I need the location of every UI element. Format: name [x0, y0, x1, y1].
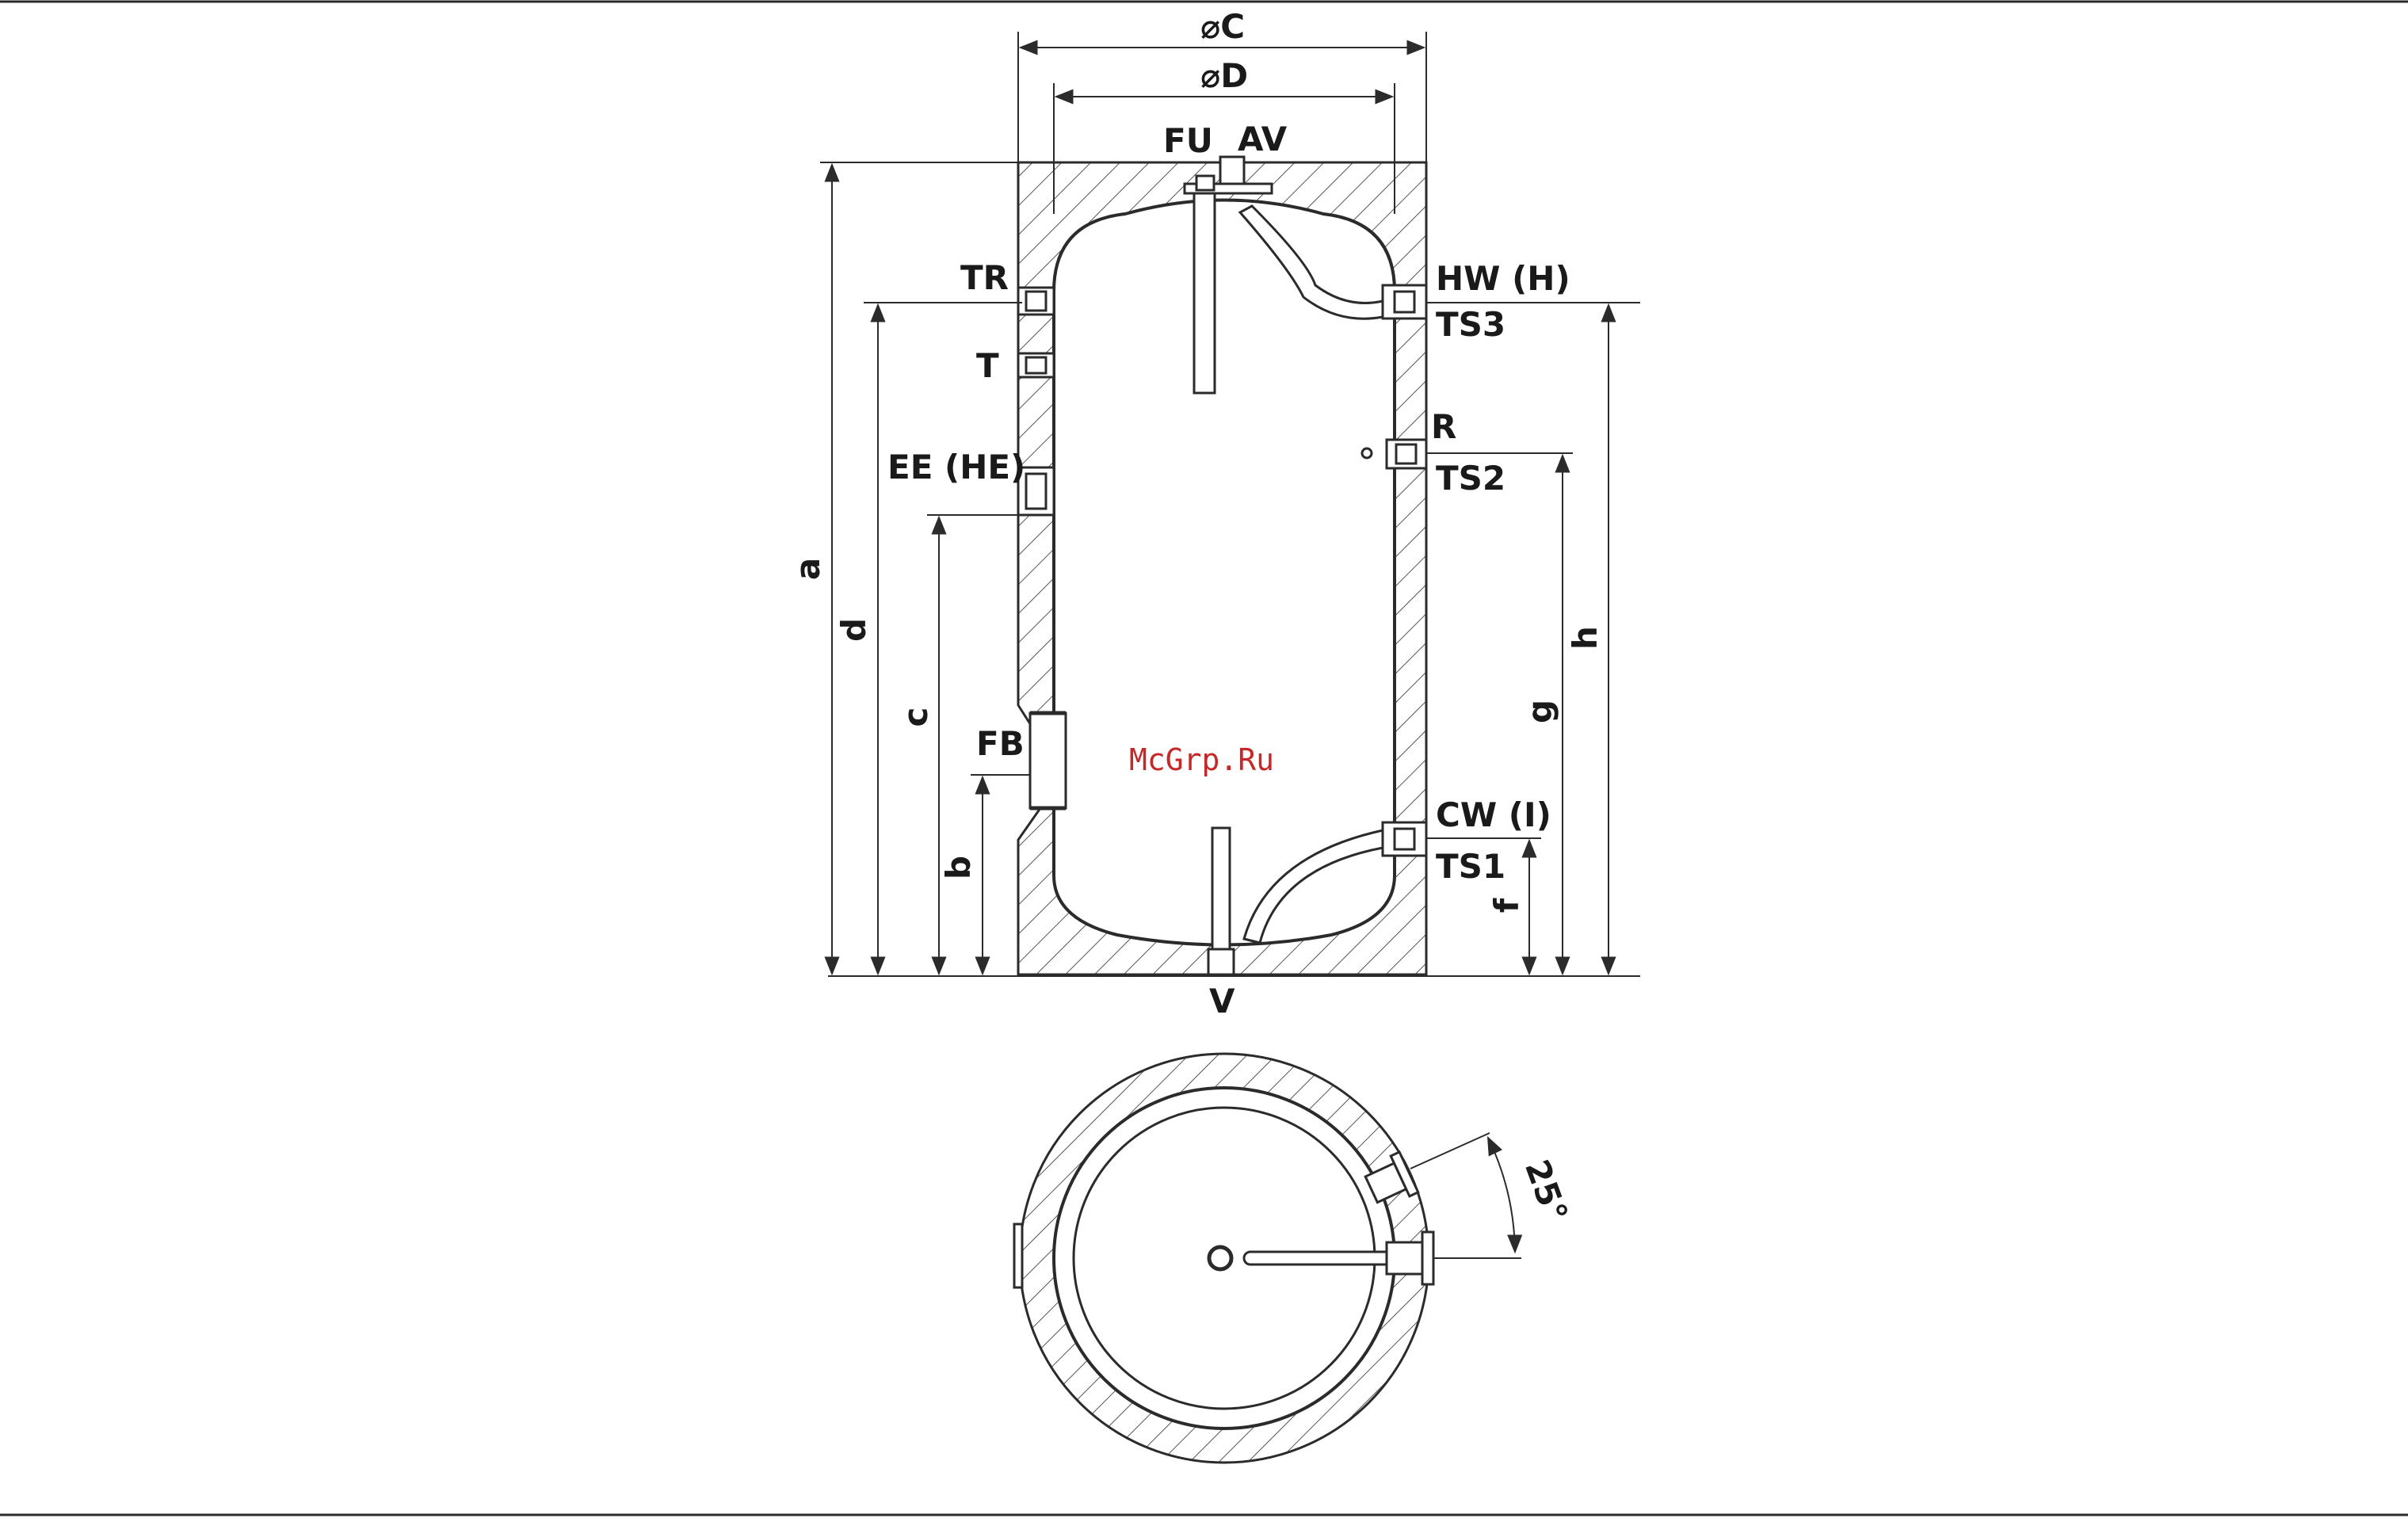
angle-arc: [1488, 1138, 1515, 1252]
watermark: McGrp.Ru: [1129, 742, 1274, 777]
label-dim-c: c: [896, 708, 935, 727]
label-ee: EE (HE): [887, 448, 1025, 486]
plan-pipe: [1244, 1252, 1395, 1265]
label-ts2: TS2: [1436, 459, 1505, 498]
flange-fb: [1030, 713, 1066, 808]
fitting-tr: [1018, 288, 1054, 315]
plan-fitting-main: [1387, 1242, 1422, 1274]
plan-left-flange: [1014, 1224, 1022, 1287]
anode-rod: [1194, 193, 1215, 393]
label-dim-g: g: [1521, 700, 1559, 723]
label-dim-d: d: [834, 618, 873, 642]
label-hw: HW (H): [1436, 259, 1570, 298]
label-fb: FB: [976, 724, 1025, 763]
label-dim-f: f: [1487, 898, 1526, 913]
label-v: V: [1209, 982, 1235, 1020]
label-angle: 25°: [1517, 1154, 1575, 1226]
label-dim-h: h: [1566, 626, 1605, 650]
plan-anode: [1209, 1247, 1231, 1269]
label-dim-b: b: [939, 856, 978, 879]
label-t: T: [976, 346, 999, 385]
label-ts1: TS1: [1436, 847, 1505, 886]
label-diam-c: ⌀C: [1200, 7, 1245, 46]
label-diam-d: ⌀D: [1200, 56, 1248, 95]
tank-plan-view: [1014, 1054, 1521, 1463]
label-fu: FU: [1163, 121, 1213, 160]
fitting-t: [1018, 353, 1054, 377]
plan-fitting-flange: [1422, 1232, 1433, 1284]
drain-fitting-v: [1208, 949, 1234, 975]
drain-tube: [1212, 828, 1230, 951]
label-dim-a: a: [788, 558, 827, 580]
label-tr: TR: [960, 258, 1009, 297]
label-av: AV: [1238, 120, 1288, 158]
label-cw: CW (I): [1436, 795, 1551, 834]
top-fitting-fu: [1196, 176, 1214, 190]
label-r: R: [1431, 407, 1456, 446]
fitting-hw: [1383, 285, 1426, 319]
fitting-cw: [1383, 822, 1426, 856]
label-ts3: TS3: [1436, 305, 1505, 344]
